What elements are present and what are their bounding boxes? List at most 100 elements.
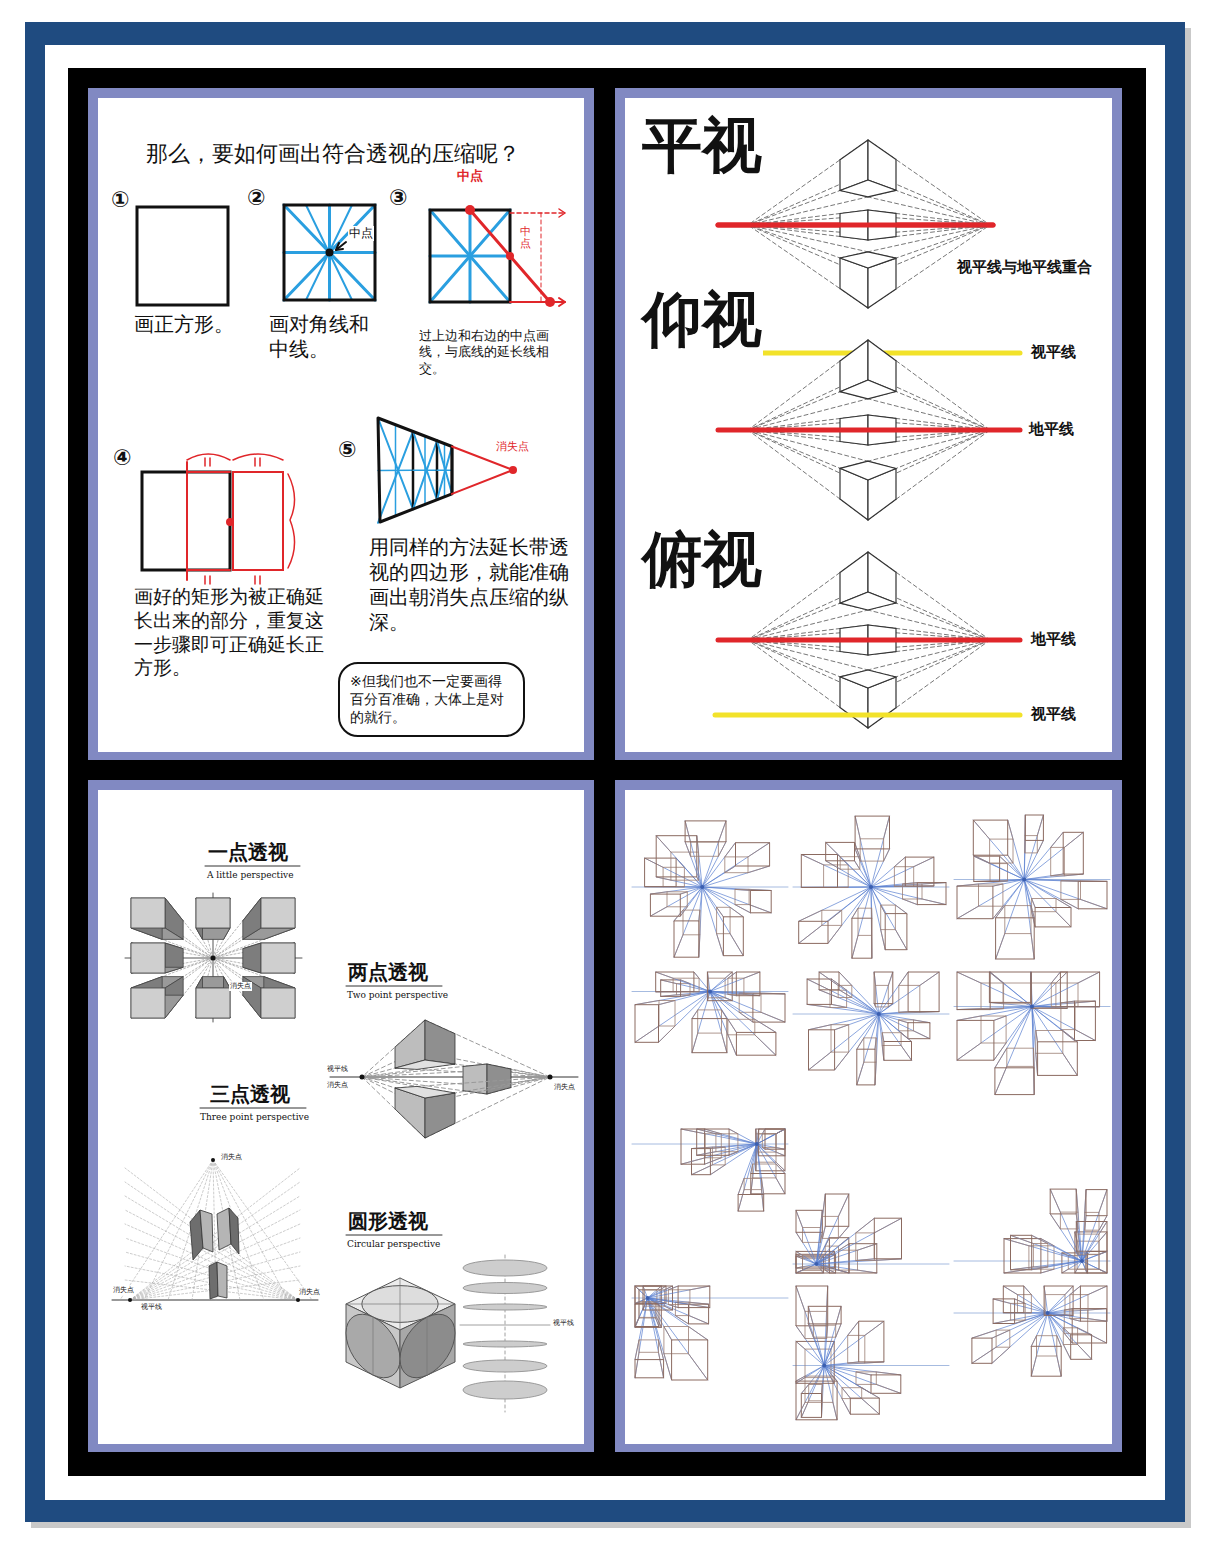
wireframe-box [856, 1372, 876, 1385]
wireframe-edge [1051, 972, 1060, 983]
perspective-guide [799, 887, 871, 943]
wireframe-box [884, 1042, 912, 1061]
callout-number: ③ [388, 184, 409, 212]
wireframe-edge [807, 979, 830, 990]
perspective-guide [824, 1366, 834, 1384]
line-label: 地平线 [1030, 630, 1077, 649]
wireframe-edge [659, 1000, 675, 1004]
perspective-guide [826, 861, 871, 887]
wireframe-box [1025, 836, 1037, 853]
wireframe-box [801, 855, 837, 888]
perspective-guide [125, 1196, 298, 1300]
wireframe-edge [656, 877, 671, 880]
wireframe-edge [659, 1026, 675, 1042]
perspective-guide [648, 1286, 679, 1298]
wireframe-box [685, 821, 726, 842]
wireframe-box [882, 1033, 901, 1046]
wireframe-box [1031, 972, 1067, 1008]
wireframe-edge [1063, 1344, 1070, 1359]
wireframe-edge [993, 1320, 1010, 1323]
wireframe-box [753, 994, 785, 1022]
wireframe-box [824, 865, 849, 887]
perspective-guide [635, 992, 710, 1043]
perspective-guide [748, 225, 868, 308]
perspective-guide [871, 887, 907, 950]
bracket [288, 474, 295, 568]
wireframe-box [796, 1210, 822, 1232]
wireframe-edge [1008, 855, 1013, 863]
wireframe-box [692, 1149, 711, 1175]
wireframe-edge [694, 972, 699, 978]
box-face [131, 943, 165, 973]
perspective-guide [871, 886, 905, 887]
perspective-guide [996, 880, 1025, 960]
vanishing-point [211, 956, 216, 961]
wireframe-edge [992, 1330, 1010, 1338]
vanishing-point [877, 1012, 881, 1016]
perspective-guide [702, 887, 723, 956]
wireframe-edge [692, 1010, 698, 1019]
perspective-guide [1076, 1222, 1082, 1261]
wireframe-edge [839, 990, 852, 998]
wireframe-box [993, 1299, 1015, 1324]
wireframe-box [908, 972, 939, 1012]
wireframe-edge [755, 1019, 776, 1032]
wireframe-edge [827, 1326, 828, 1339]
wireframe-edge [993, 884, 1003, 886]
wireframe-edge [705, 1158, 722, 1164]
wireframe-edge [989, 972, 1003, 983]
perspective-guide [702, 821, 726, 887]
horizon-line [718, 223, 993, 228]
perspective-guide [213, 1160, 312, 1300]
wireframe-edge [1062, 1269, 1068, 1273]
wireframe-edge [884, 816, 890, 839]
wireframe-box [1051, 983, 1078, 1007]
wireframe-edge [1003, 1286, 1017, 1295]
perspective-quad [378, 418, 452, 522]
wireframe-edge [635, 1318, 639, 1327]
wireframe-edge [1051, 1006, 1060, 1007]
small-label: 消失点 [229, 982, 252, 991]
wireframe-edge [748, 843, 770, 857]
perspective-guide [839, 972, 879, 1014]
wireframe-box [996, 1330, 1010, 1347]
perspective-guide [824, 1306, 841, 1365]
perspective-guide [648, 1298, 662, 1327]
wireframe-edge [1056, 912, 1071, 927]
wireframe-edge [1063, 1053, 1078, 1075]
ellipse [463, 1283, 547, 1294]
point-dot [506, 252, 514, 260]
perspective-guide [957, 880, 1024, 919]
perspective-guide [816, 1218, 901, 1264]
perspective-guide [1024, 874, 1063, 879]
horizon-line [793, 1014, 949, 1015]
perspective-guide [807, 1004, 879, 1014]
wireframe-box [707, 972, 732, 1001]
wireframe-box [881, 905, 896, 930]
wireframe-box [661, 980, 681, 997]
callout-number: ⑤ [337, 436, 358, 464]
wireframe-edge [838, 1238, 848, 1246]
wireframe-edge [799, 910, 822, 921]
wireframe-edge [674, 910, 683, 921]
wireframe-edge [994, 1043, 1006, 1060]
wireframe-box [635, 1005, 659, 1043]
wireframe-edge [728, 1035, 736, 1055]
vanishing-point [1080, 1259, 1084, 1263]
wireframe-edge [842, 1388, 850, 1398]
wireframe-edge [661, 980, 677, 984]
perspective-guide [1011, 1235, 1082, 1261]
wireframe-edge [1032, 1235, 1048, 1243]
panel-border [88, 780, 594, 1452]
perspective-guide [702, 887, 743, 956]
perspective-guide [816, 1226, 848, 1264]
arrow-head [559, 298, 565, 306]
perspective-guide [650, 887, 702, 894]
wireframe-edge [1011, 1235, 1034, 1243]
perspective-guide [697, 1129, 757, 1144]
square-outline [430, 210, 510, 302]
wireframe-box [751, 1174, 785, 1194]
construction-line [470, 210, 550, 302]
wireframe-box [1050, 1189, 1076, 1214]
